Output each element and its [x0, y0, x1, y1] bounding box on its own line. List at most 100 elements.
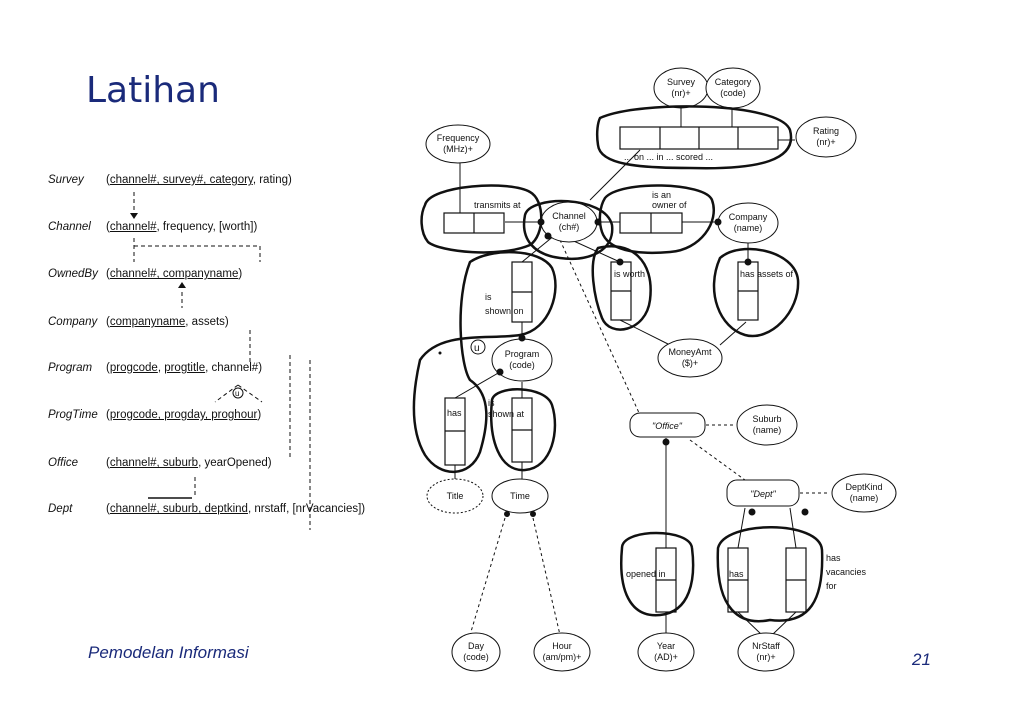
entity-frequency: Frequency (MHz)+ [425, 124, 491, 164]
relation-name: Channel [48, 221, 91, 233]
svg-text:(ch#): (ch#) [559, 222, 580, 232]
fact-assets: has assets of [740, 269, 794, 279]
svg-text:Time: Time [510, 491, 530, 501]
attribute-text: ( [106, 268, 110, 280]
svg-text:Title: Title [447, 491, 464, 501]
key-attributes: progcode, progday, proghour [109, 409, 258, 421]
attribute-text: ( [106, 457, 110, 469]
svg-text:Rating: Rating [813, 126, 839, 136]
attribute-text: ( [106, 362, 110, 374]
relation-name: OwnedBy [48, 268, 98, 280]
attribute-text: ( [106, 221, 110, 233]
relation-attributes: (companyname, assets) [106, 316, 229, 328]
fact-shown-on-2: shown on [485, 306, 524, 316]
entity-title: Title [426, 478, 484, 514]
svg-text:Program: Program [505, 349, 540, 359]
schema-row: Channel (channel#, frequency, [worth]) [48, 221, 257, 233]
schema-row: Dept (channel#, suburb, deptkind, nrstaff… [48, 503, 365, 515]
entity-hour: Hour (am/pm)+ [533, 632, 591, 672]
key-attributes: channel#, suburb [109, 457, 199, 469]
fact-owner-2: owner of [652, 200, 687, 210]
attribute-text: , [157, 362, 165, 374]
entity-office: "Office" [629, 412, 706, 438]
svg-text:Day: Day [468, 641, 485, 651]
key-attributes: companyname [109, 316, 186, 328]
entity-nrstaff: NrStaff (nr)+ [737, 632, 795, 672]
attribute-text: ( [106, 409, 110, 421]
svg-text:(name): (name) [753, 425, 782, 435]
svg-text:(MHz)+: (MHz)+ [443, 144, 473, 154]
attribute-text: , yearOpened) [198, 457, 272, 469]
svg-text:(code): (code) [463, 652, 489, 662]
svg-text:Suburb: Suburb [752, 414, 781, 424]
schema-row: Survey (channel#, survey#, category, rati… [48, 174, 292, 186]
entity-time: Time [491, 478, 549, 514]
relation-name: Office [48, 457, 79, 469]
svg-text:NrStaff: NrStaff [752, 641, 780, 651]
attribute-text: , nrstaff, [nrVacancies]) [247, 503, 366, 515]
attribute-text: ) [238, 268, 243, 280]
schema-row: Company (companyname, assets) [48, 316, 229, 328]
relation-name: Program [48, 362, 93, 374]
svg-text:Hour: Hour [552, 641, 572, 651]
footer-course: Pemodelan Informasi [88, 643, 249, 662]
fact-worth: is worth [614, 269, 645, 279]
svg-text:(code): (code) [720, 88, 746, 98]
attribute-text: ( [106, 503, 110, 515]
svg-text:(nr)+: (nr)+ [756, 652, 775, 662]
schema-row: ProgTime (progcode, progday, proghour) [48, 409, 261, 421]
relation-name: Company [48, 316, 98, 328]
svg-text:(am/pm)+: (am/pm)+ [543, 652, 582, 662]
svg-text:Year: Year [657, 641, 675, 651]
fact-shown-at-2: shown at [488, 409, 525, 419]
attribute-text: , frequency, [worth]) [156, 221, 258, 233]
relation-attributes: (channel#, suburb, deptkind, nrstaff, [n… [106, 503, 365, 515]
svg-text:Channel: Channel [552, 211, 586, 221]
slide-title: Latihan [86, 70, 220, 111]
attribute-text: , rating) [252, 174, 292, 186]
svg-text:Category: Category [715, 77, 752, 87]
relation-name: ProgTime [48, 409, 98, 421]
svg-text:"Dept": "Dept" [750, 489, 776, 499]
svg-text:DeptKind: DeptKind [845, 482, 882, 492]
relation-attributes: (progcode, progtitle, channel#) [106, 362, 262, 374]
schema-row: Program (progcode, progtitle, channel#) [48, 362, 262, 374]
entity-rating: Rating (nr)+ [795, 116, 857, 158]
attribute-text: , channel#) [205, 362, 263, 374]
fact-vacancies-1: has [826, 553, 841, 563]
key-attributes: channel# [109, 221, 157, 233]
entity-dept: "Dept" [726, 479, 800, 507]
fact-owner-1: is an [652, 190, 671, 200]
fact-shown-on-1: is [485, 292, 492, 302]
relation-name: Dept [48, 503, 73, 515]
relation-attributes: (progcode, progday, proghour) [106, 409, 261, 421]
svg-text:Survey: Survey [667, 77, 696, 87]
relation-attributes: (channel#, survey#, category, rating) [106, 174, 292, 186]
fact-transmits: transmits at [474, 200, 521, 210]
entity-moneyamt: MoneyAmt ($)+ [657, 338, 723, 378]
entity-year: Year (AD)+ [637, 632, 695, 672]
schema-row: Office (channel#, suburb, yearOpened) [48, 457, 272, 469]
relation-name: Survey [48, 174, 84, 186]
fact-scored: ... on ... in ... scored ... [624, 152, 713, 162]
key-attributes: progtitle [164, 362, 206, 374]
attribute-text: , assets) [185, 316, 229, 328]
entity-category: Category (code) [705, 67, 761, 109]
attribute-text: ( [106, 174, 110, 186]
fact-has-staff: has [729, 569, 744, 579]
svg-text:Company: Company [729, 212, 768, 222]
entity-day: Day (code) [451, 632, 501, 672]
fact-has-title: has [447, 408, 462, 418]
attribute-text: ) [257, 409, 262, 421]
key-attributes: channel#, survey#, category [109, 174, 253, 186]
exclusion-u-label: u [474, 343, 480, 354]
key-attributes: channel#, suburb, deptkind [109, 503, 248, 515]
entity-company: Company (name) [717, 202, 779, 244]
entity-deptkind: DeptKind (name) [831, 473, 897, 513]
fact-vacancies-2: vacancies [826, 567, 867, 577]
svg-text:(nr)+: (nr)+ [816, 137, 835, 147]
svg-text:Frequency: Frequency [437, 133, 480, 143]
entity-suburb: Suburb (name) [736, 404, 798, 446]
fact-vacancies-3: for [826, 581, 837, 591]
